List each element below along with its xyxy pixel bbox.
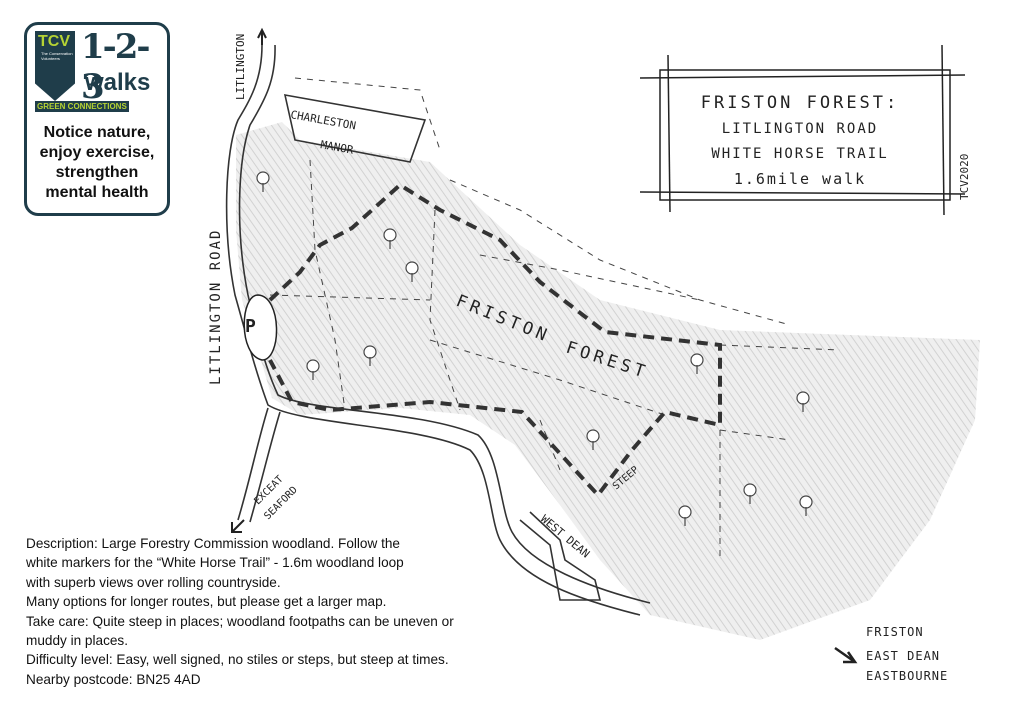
description-line: Many options for longer routes, but plea… xyxy=(26,594,387,610)
tree-icon xyxy=(586,429,600,450)
title-line: WHITE HORSE TRAIL xyxy=(711,146,888,162)
title-line: LITLINGTON ROAD xyxy=(722,121,878,137)
roads xyxy=(225,44,651,616)
forest-area xyxy=(236,122,980,640)
tree-icon xyxy=(383,228,397,249)
label-east-dean: EAST DEAN xyxy=(866,649,940,663)
label-manor: MANOR xyxy=(319,138,354,157)
description-line: Difficulty level: Easy, well signed, no … xyxy=(26,652,449,668)
title-line: 1.6mile walk xyxy=(734,170,866,188)
description-line: Description: Large Forestry Commission w… xyxy=(26,536,400,551)
walk-description: Description: Large Forestry Commission w… xyxy=(26,534,454,689)
label-litlington-road: LITLINGTON ROAD xyxy=(208,229,224,385)
label-friston-village: FRISTON xyxy=(866,625,924,639)
friston-arrow xyxy=(834,646,858,664)
title-box xyxy=(639,44,966,216)
tree-icon xyxy=(796,391,810,412)
description-line: with superb views over rolling countrysi… xyxy=(26,574,281,590)
tree-icons xyxy=(256,171,813,526)
description-line: Nearby postcode: BN25 4AD xyxy=(26,671,201,687)
logo-walks: walks xyxy=(85,69,151,96)
tree-icon xyxy=(256,171,270,192)
parking-label: P xyxy=(245,316,256,337)
credit: TCV2020 xyxy=(958,154,971,200)
tree-icon xyxy=(405,261,419,282)
green-connections-badge: GREEN CONNECTIONS xyxy=(35,101,129,112)
tree-icon xyxy=(690,353,704,374)
logo-tagline: Notice nature,enjoy exercise, strengthen… xyxy=(39,124,155,201)
exceat-arrow xyxy=(231,519,245,533)
description-line: white markers for the “White Horse Trail… xyxy=(26,555,404,571)
tree-icon xyxy=(363,345,377,366)
white-horse-trail-route xyxy=(268,182,722,499)
north-arrow xyxy=(257,27,267,45)
label-eastbourne: EASTBOURNE xyxy=(866,669,948,683)
tree-icon xyxy=(306,359,320,380)
title-line: FRISTON FOREST: xyxy=(701,93,900,113)
label-litlington: LITLINGTON xyxy=(234,34,247,100)
tree-icon xyxy=(743,483,757,504)
description-line: muddy in places. xyxy=(26,633,129,649)
tree-icon xyxy=(799,495,813,516)
tree-icon xyxy=(678,505,692,526)
parking-area xyxy=(243,294,278,361)
footpaths xyxy=(269,77,841,560)
label-charleston: CHARLESTON xyxy=(289,108,356,132)
logo-numbers: 1-2-3 xyxy=(81,27,151,107)
description-line: Take care: Quite steep in places; woodla… xyxy=(26,613,454,629)
